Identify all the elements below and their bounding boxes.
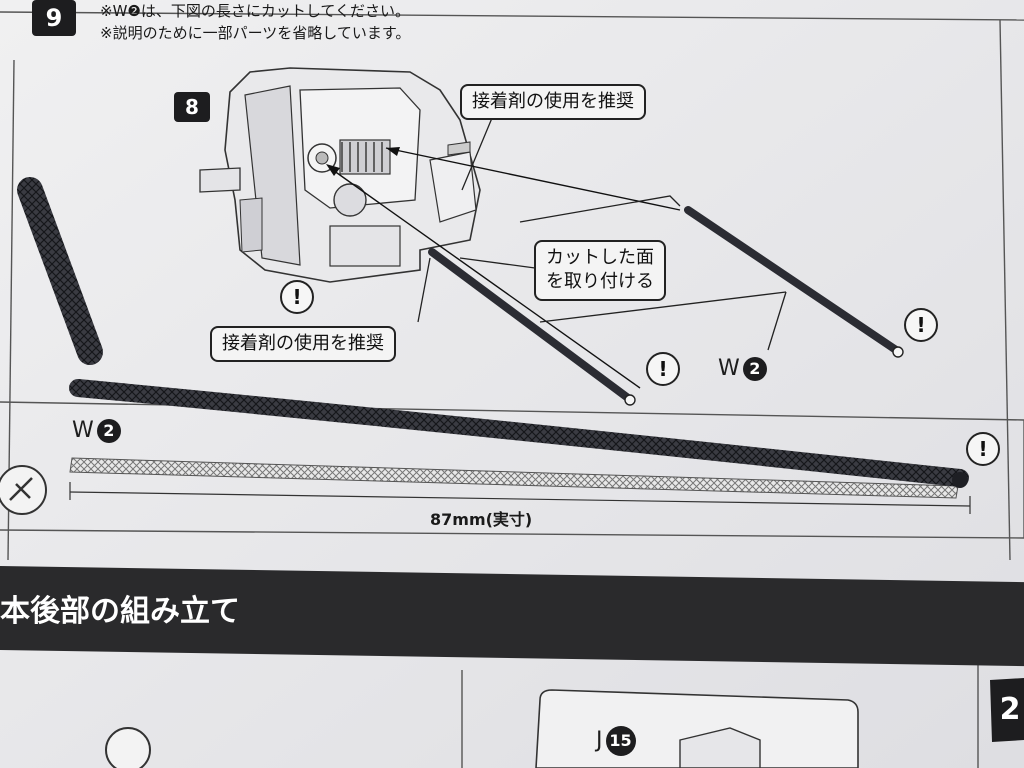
callout-cut-face: カットした面 を取り付ける xyxy=(534,240,666,301)
part-number-circle: 2 xyxy=(742,357,767,381)
step-number-badge: 9 xyxy=(32,0,76,36)
rod-right xyxy=(684,206,900,354)
part-letter-bar: W xyxy=(72,418,94,443)
cable-tip xyxy=(952,472,968,488)
part-letter: W xyxy=(718,356,740,381)
cutter-icon xyxy=(0,465,47,515)
callout-cut-face-line1: カットした面 xyxy=(546,247,654,268)
dimension-line xyxy=(69,491,971,507)
instruction-note-1: ※W❷は、下図の長さにカットしてください。 xyxy=(100,2,410,20)
frame-line-top xyxy=(0,11,1024,21)
warning-icon-body: ! xyxy=(280,280,314,314)
rod-right-end xyxy=(892,346,904,358)
frame-line-right xyxy=(999,19,1011,561)
next-step-badge: 2 xyxy=(999,692,1021,727)
reference-hatched-bar xyxy=(69,457,959,499)
length-panel-frame xyxy=(0,401,1024,539)
tool-icon-bottom xyxy=(105,727,151,768)
bracket-part xyxy=(679,727,761,768)
section-title: 本後部の組み立て xyxy=(0,594,240,629)
callout-glue-bottom: 接着剤の使用を推奨 xyxy=(210,326,396,363)
insertion-arrows xyxy=(329,147,681,389)
next-part-number-circle: 15 xyxy=(605,726,636,756)
length-measurement: 87mm(実寸) xyxy=(430,510,533,529)
next-step-badge-shape xyxy=(990,678,1024,742)
substep-number-badge: 8 xyxy=(174,92,210,122)
callout-glue-top: 接着剤の使用を推奨 xyxy=(460,84,646,121)
rod-center-end xyxy=(624,394,636,406)
arrow-head-lower xyxy=(326,164,340,176)
warning-icon-length-bar: ! xyxy=(966,432,1000,466)
callout-cut-face-line2: を取り付ける xyxy=(546,271,654,293)
next-part-letter: J xyxy=(596,728,603,753)
arrow-head-upper xyxy=(386,147,400,156)
rod-center xyxy=(428,248,632,402)
mechanism-illustration xyxy=(199,67,481,283)
loose-cable-short xyxy=(17,177,103,365)
instruction-note-2: ※説明のために一部パーツを省略しています。 xyxy=(100,24,411,42)
loose-cable-long xyxy=(69,379,969,487)
warning-icon-rod-center: ! xyxy=(646,352,680,386)
part-number-circle-bar: 2 xyxy=(96,419,121,443)
leader-lines xyxy=(417,117,787,351)
warning-icon-rod-right: ! xyxy=(904,308,938,342)
